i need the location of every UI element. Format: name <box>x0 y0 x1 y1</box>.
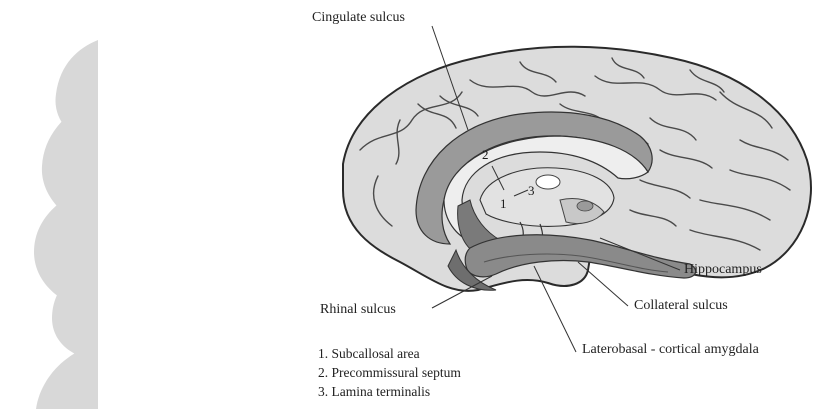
marker-3: 3 <box>528 184 535 198</box>
left-decoration <box>34 40 98 409</box>
label-rhinal-sulcus: Rhinal sulcus <box>320 302 396 318</box>
brain-hemisphere <box>343 47 811 291</box>
label-amygdala: Laterobasal - cortical amygdala <box>582 342 759 358</box>
label-hippocampus: Hippocampus <box>684 262 762 278</box>
legend: 1. Subcallosal area 2. Precommissural se… <box>318 344 461 401</box>
marker-2: 2 <box>482 148 489 162</box>
marker-1: 1 <box>500 197 507 211</box>
legend-item: 2. Precommissural septum <box>318 363 461 382</box>
legend-item: 1. Subcallosal area <box>318 344 461 363</box>
label-collateral-sulcus: Collateral sulcus <box>634 298 728 314</box>
label-cingulate-sulcus: Cingulate sulcus <box>312 10 405 26</box>
legend-item: 3. Lamina terminalis <box>318 382 461 401</box>
